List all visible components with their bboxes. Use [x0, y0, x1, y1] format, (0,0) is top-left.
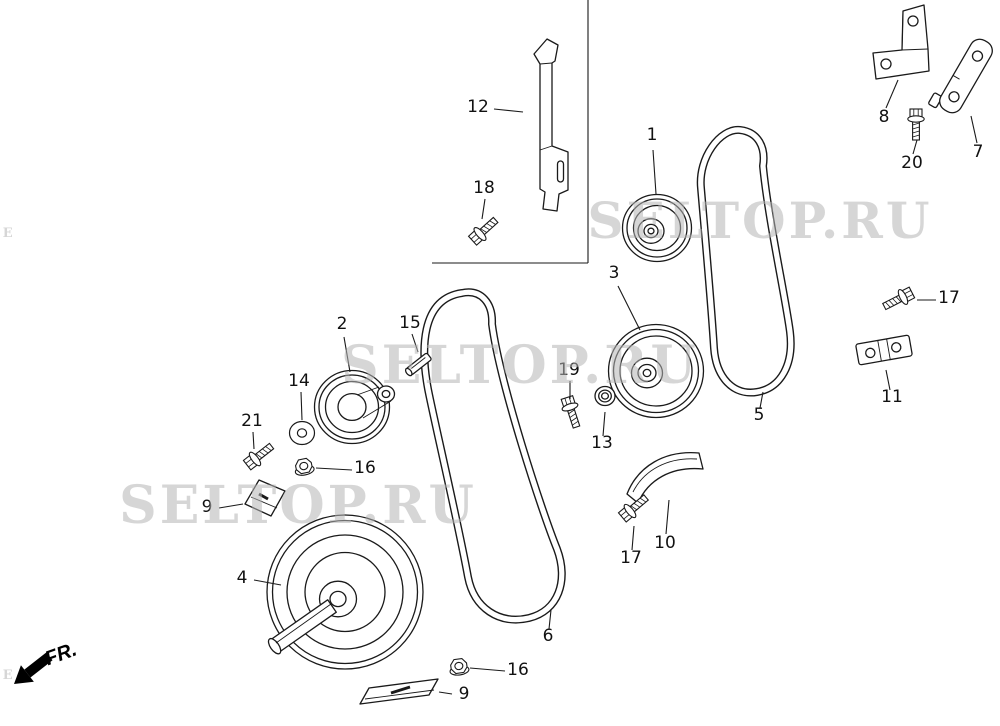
fr-label: FR.: [42, 639, 80, 671]
label-11: 11: [881, 387, 903, 407]
leader-2: [343, 336, 351, 373]
label-15: 15: [399, 313, 421, 333]
label-7: 7: [973, 142, 984, 162]
part-stay-9-lower: [359, 678, 439, 705]
part-bolt-18: [466, 213, 502, 248]
label-9-upper: 9: [202, 497, 213, 517]
leader-16-lower: [469, 667, 506, 672]
leader-13: [602, 411, 606, 437]
part-bolt-19: [558, 394, 585, 431]
watermarks: SELTOP.RU SELTOP.RU SELTOP.RU SE SE: [0, 191, 933, 683]
part-washer-13: [594, 385, 616, 407]
leader-lines: [218, 79, 978, 695]
part-clamp-11: [855, 334, 913, 366]
label-5: 5: [754, 405, 765, 425]
watermark-fragment-1: SE: [0, 226, 16, 241]
part-bolt-21: [241, 439, 278, 473]
part-belt-6: [420, 288, 566, 624]
leader-10: [665, 499, 670, 535]
leader-15: [411, 333, 419, 353]
leader-8: [885, 79, 899, 109]
label-1: 1: [647, 125, 658, 145]
leader-9-lower: [438, 691, 453, 695]
leader-6: [548, 609, 552, 630]
leader-5: [759, 391, 764, 409]
part-pin-15: [404, 352, 432, 377]
part-pulley-2: [313, 369, 396, 445]
label-12: 12: [467, 97, 489, 117]
leader-17-lower: [631, 525, 635, 551]
label-21: 21: [241, 411, 263, 431]
label-3: 3: [609, 263, 620, 283]
label-4: 4: [237, 568, 248, 588]
label-14: 14: [288, 371, 310, 391]
part-plate-10: [626, 452, 704, 504]
leader-3: [617, 285, 641, 331]
watermark-fragment-2: SE: [0, 668, 16, 683]
part-belt-5: [696, 126, 795, 397]
leader-7: [970, 115, 978, 144]
part-stay-9-upper: [244, 479, 286, 517]
label-10: 10: [654, 533, 676, 553]
part-pulley-3: [607, 323, 705, 419]
part-nut-16-lower: [447, 657, 471, 677]
leader-1: [652, 149, 657, 195]
leader-11: [885, 369, 891, 391]
part-pulley-1: [621, 193, 693, 263]
label-9-lower: 9: [459, 684, 470, 704]
part-washer-14: [288, 420, 316, 446]
part-labels: 12 18 1 8 20 7 17 11 5 3 2 15 14 19 13 2…: [202, 97, 984, 704]
part-bracket-12: [533, 38, 569, 212]
part-pulley-4: [266, 514, 424, 670]
fr-arrow-tail: [24, 652, 53, 678]
part-bracket-8: [872, 4, 930, 80]
fr-arrow-icon: [14, 665, 34, 684]
label-8: 8: [879, 107, 890, 127]
label-6: 6: [543, 626, 554, 646]
watermark-text-3: SELTOP.RU: [119, 475, 477, 536]
leader-20: [912, 139, 918, 155]
leader-21: [252, 431, 255, 450]
label-13: 13: [591, 433, 613, 453]
leader-16-upper: [315, 467, 353, 471]
label-20: 20: [901, 153, 923, 173]
label-16-lower: 16: [507, 660, 529, 680]
label-19: 19: [558, 360, 580, 380]
label-18: 18: [473, 178, 495, 198]
leader-9-upper: [218, 503, 244, 509]
leader-14: [300, 391, 303, 421]
part-bracket-7: [928, 38, 993, 114]
label-17-lower: 17: [620, 548, 642, 568]
fr-direction-arrow: FR.: [14, 639, 80, 684]
watermark-text-1: SELTOP.RU: [588, 191, 933, 250]
leader-12: [493, 108, 524, 113]
label-2: 2: [337, 314, 348, 334]
part-bolt-17-upper: [880, 284, 917, 315]
label-17-upper: 17: [938, 288, 960, 308]
leader-18: [481, 198, 486, 220]
part-nut-16-upper: [292, 456, 316, 478]
part-bolt-20: [907, 108, 925, 141]
label-16-upper: 16: [354, 458, 376, 478]
watermark-text-2: SELTOP.RU: [341, 335, 699, 396]
leader-4: [253, 579, 282, 586]
